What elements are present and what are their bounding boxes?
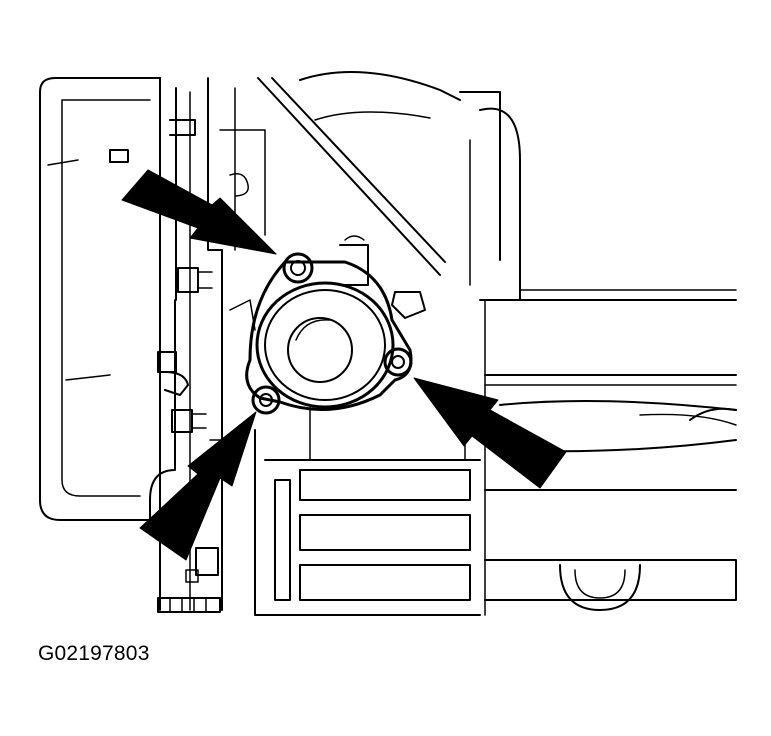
right-lower-casting bbox=[484, 374, 737, 611]
lower-central-casting bbox=[254, 299, 486, 616]
upper-bolt bbox=[282, 252, 314, 284]
upper-left-bolt-arrow bbox=[121, 169, 277, 255]
round-component-housing bbox=[245, 260, 413, 411]
figure-id-label: G02197803 bbox=[38, 642, 150, 665]
lower-left-bolt-arrow bbox=[139, 411, 257, 561]
callout-arrows bbox=[121, 169, 567, 561]
upper-angled-bracket bbox=[219, 77, 446, 276]
lower-bolt bbox=[251, 385, 281, 415]
left-rail-fasteners bbox=[157, 267, 221, 613]
right-bolt bbox=[383, 347, 413, 377]
left-housing-panel bbox=[39, 77, 176, 521]
right-upper-casting bbox=[299, 71, 737, 301]
right-bolt-arrow bbox=[413, 377, 567, 489]
